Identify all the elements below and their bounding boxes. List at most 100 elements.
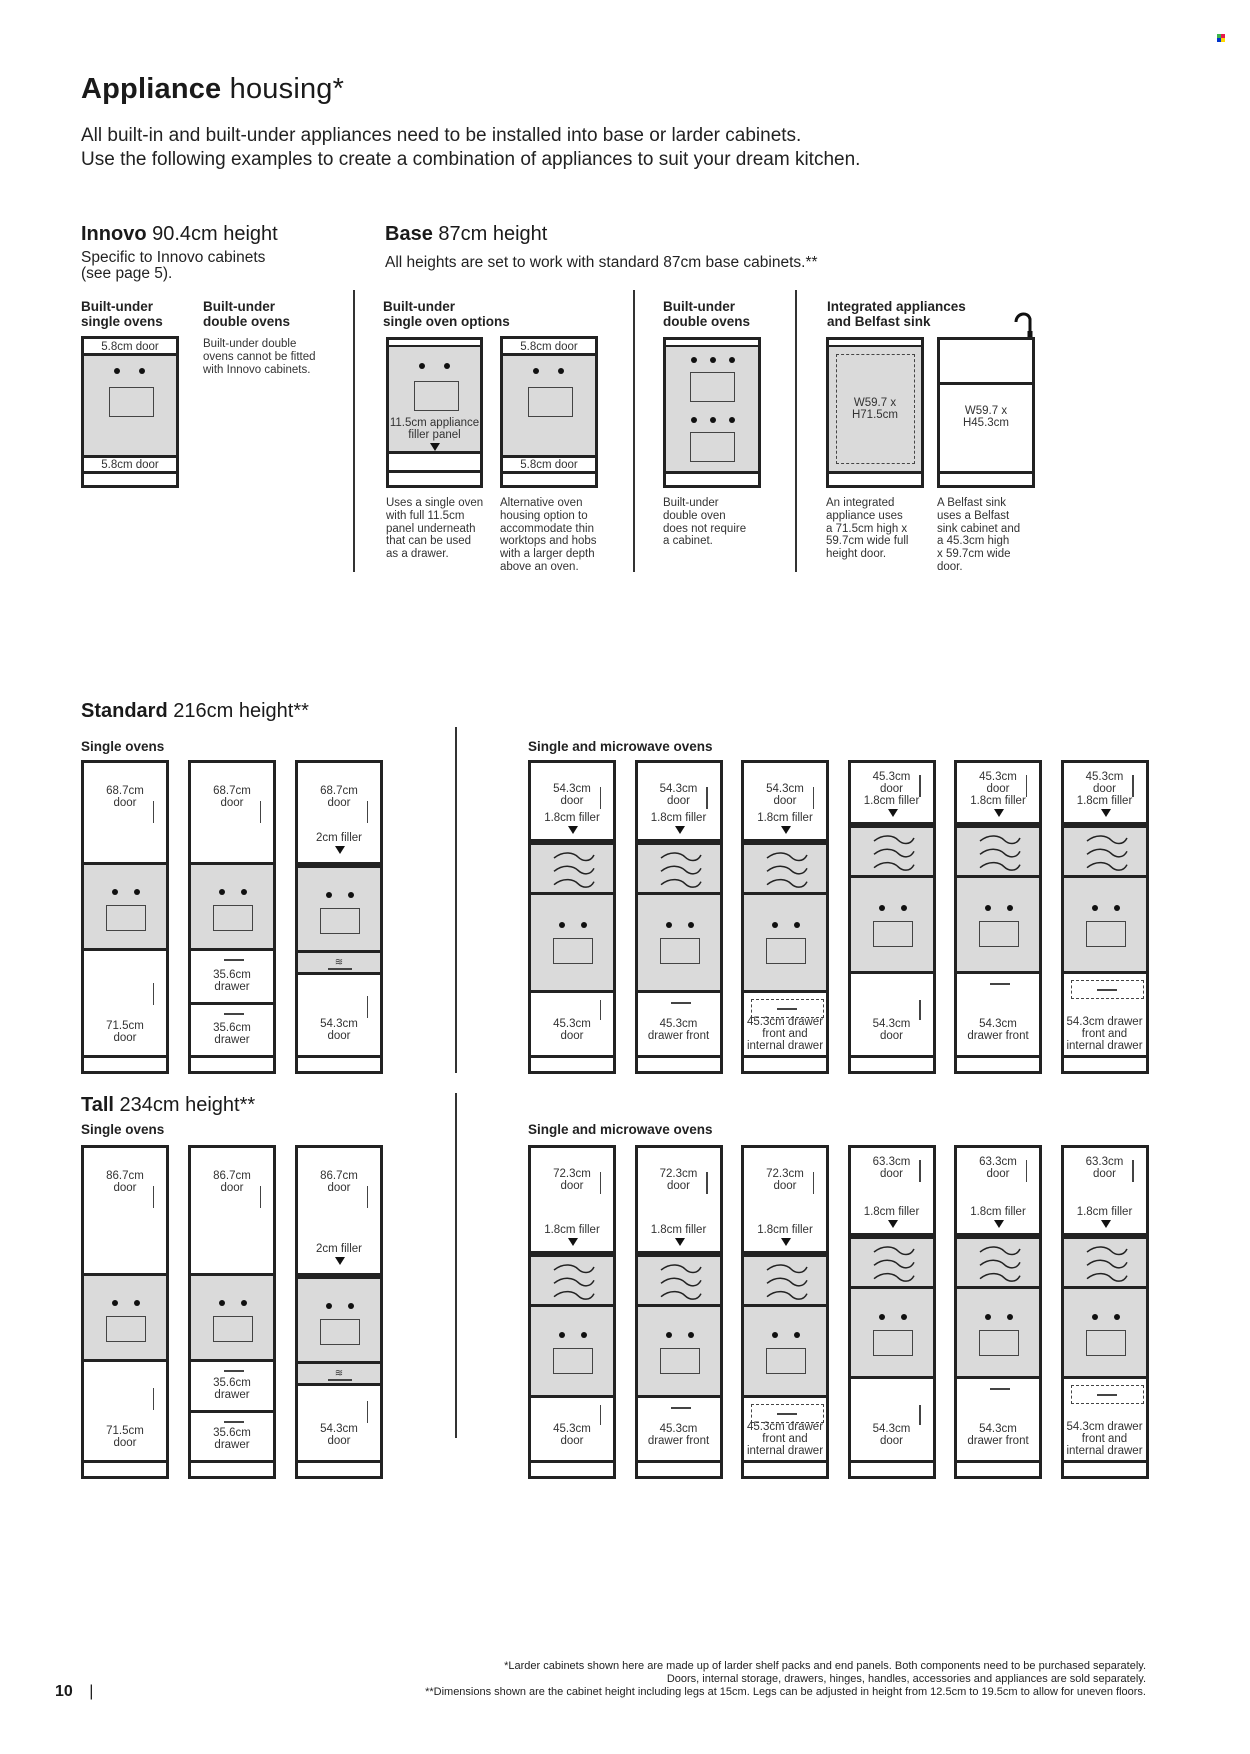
door-handle-icon (152, 1186, 154, 1208)
oven-knob-icon (687, 922, 694, 928)
oven-knob-icon (134, 889, 140, 895)
microwave-panel (637, 1254, 720, 1304)
oven-knob-icon (1091, 905, 1098, 911)
warming-drawer: ≋ (298, 1361, 380, 1383)
microwave-panel (1063, 1236, 1146, 1286)
microwave-waves-icon (660, 1264, 702, 1300)
base-subtitle: All heights are set to work with standar… (385, 254, 818, 271)
oven-window-icon (1085, 1330, 1126, 1356)
heat-icon: ≋ (334, 1368, 344, 1379)
microwave-panel (531, 842, 613, 892)
microwave-waves-icon (660, 852, 702, 888)
oven-knob-icon (985, 905, 991, 911)
divider (455, 1093, 457, 1438)
oven-panel (744, 1304, 826, 1395)
drawer-handle-icon (670, 1002, 691, 1004)
door-handle-icon (919, 1000, 921, 1020)
microwave-waves-icon (766, 1264, 808, 1300)
oven-panel (84, 1273, 166, 1359)
oven-window-icon (109, 387, 154, 417)
brand-logo-icon (1217, 34, 1225, 42)
plinth (957, 1055, 1039, 1071)
drawer-handle-icon (670, 1407, 691, 1409)
oven-window-icon (106, 905, 146, 931)
oven-knob-icon (326, 892, 332, 898)
tap-icon (1014, 312, 1033, 337)
innovo-subtitle: Specific to Innovo cabinets(see page 5). (81, 249, 266, 282)
door-handle-icon (919, 1160, 921, 1182)
drawer-handle-icon (990, 983, 1010, 985)
divider (795, 290, 797, 572)
plinth (191, 1460, 273, 1476)
oven-panel (637, 1304, 720, 1395)
arrow-down-icon (674, 1238, 685, 1246)
oven-panel (531, 892, 613, 990)
microwave-panel (637, 842, 720, 892)
tall-micro-label: Single and microwave ovens (528, 1122, 713, 1137)
oven-knob-icon (691, 357, 697, 363)
door-handle-icon (366, 1186, 368, 1208)
oven-panel (744, 892, 826, 990)
microwave-waves-icon (873, 1246, 915, 1282)
oven-knob-icon (581, 1332, 587, 1338)
oven-window-icon (213, 1316, 253, 1342)
internal-drawer-outline (1070, 980, 1144, 999)
oven-knob-icon (241, 889, 247, 895)
oven-knob-icon (985, 1314, 991, 1320)
oven-knob-icon (878, 905, 885, 911)
oven-knob-icon (691, 417, 697, 423)
oven-window-icon (553, 1348, 593, 1374)
oven-panel (957, 875, 1039, 971)
plinth (84, 1055, 166, 1071)
drawer-handle-icon (1096, 989, 1117, 991)
standard-heading: Standard 216cm height** (81, 700, 309, 722)
oven-knob-icon (729, 417, 735, 423)
oven-window-icon (553, 938, 593, 964)
microwave-panel (744, 842, 826, 892)
microwave-waves-icon (1086, 1246, 1128, 1282)
door-handle-icon (1025, 775, 1027, 797)
oven-knob-icon (1091, 1314, 1098, 1320)
oven-knob-icon (900, 905, 907, 911)
door-handle-icon (1025, 1160, 1027, 1182)
arrow-down-icon (887, 809, 898, 817)
oven-knob-icon (1007, 905, 1013, 911)
innovo-heading: Innovo 90.4cm height (81, 223, 278, 245)
microwave-panel (1063, 825, 1146, 875)
oven-knob-icon (559, 1332, 565, 1338)
plinth (1063, 1460, 1146, 1476)
arrow-down-icon (994, 809, 1004, 817)
